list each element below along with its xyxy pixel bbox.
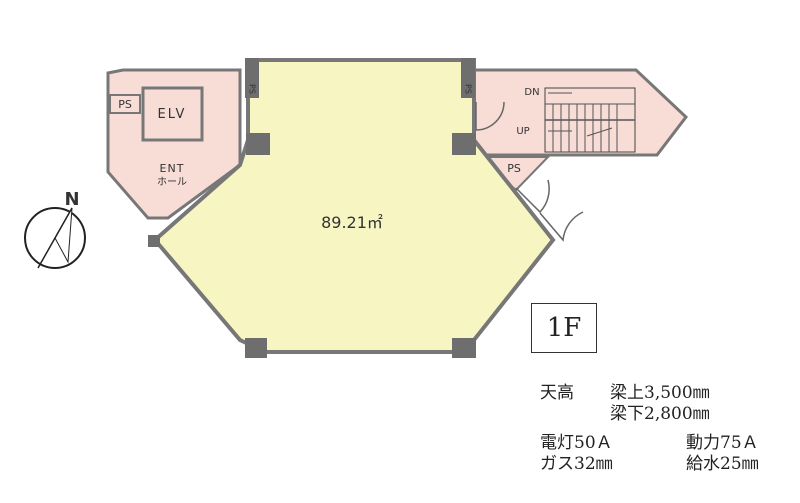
ps-top-left-box [109, 94, 141, 114]
doors [475, 101, 584, 242]
elevator-shaft [141, 86, 204, 142]
ps-top-left-label: PS [118, 98, 132, 111]
compass-north-label: N [64, 189, 79, 210]
ps-stairs-label: PS [507, 162, 521, 175]
elevator-label: ELV [158, 107, 187, 122]
building-specs: 天高 梁上3,500㎜ 梁下2,800㎜ 電灯50Ａ 動力75Ａ ガス32㎜ 給… [540, 383, 759, 475]
spec-power: 動力75Ａ [686, 433, 759, 453]
area-label: 89.21㎡ [321, 213, 383, 232]
stair-treads [544, 87, 636, 153]
ps-column-right-label: PS [464, 84, 473, 94]
entrance-label-line2: ホール [157, 176, 187, 188]
compass-rose [24, 207, 86, 269]
spec-ceiling-beam-bottom: 梁下2,800㎜ [610, 404, 710, 424]
spec-utility-row: ガス32㎜ 給水25㎜ [540, 454, 759, 475]
spec-ceiling-beam-top: 梁上3,500㎜ [610, 383, 710, 403]
spec-ceiling-row-2: 梁下2,800㎜ [540, 404, 759, 425]
stairs-up-label: UP [516, 126, 529, 137]
spec-water: 給水25㎜ [686, 454, 759, 474]
spec-gas: ガス32㎜ [540, 454, 613, 474]
spec-ceiling-row: 天高 梁上3,500㎜ [540, 383, 759, 404]
entrance-label-line1: ENT [160, 162, 185, 175]
spec-electric-light: 電灯50Ａ [540, 433, 613, 453]
stairs-down-label: DN [524, 87, 539, 98]
spec-ceiling-label: 天高 [540, 383, 574, 403]
floor-label: 1F [531, 303, 597, 353]
structural-columns [148, 58, 476, 358]
stair-core-area [472, 68, 689, 157]
ps-column-left-label: PS [248, 84, 257, 94]
spec-electric-row: 電灯50Ａ 動力75Ａ [540, 433, 759, 454]
